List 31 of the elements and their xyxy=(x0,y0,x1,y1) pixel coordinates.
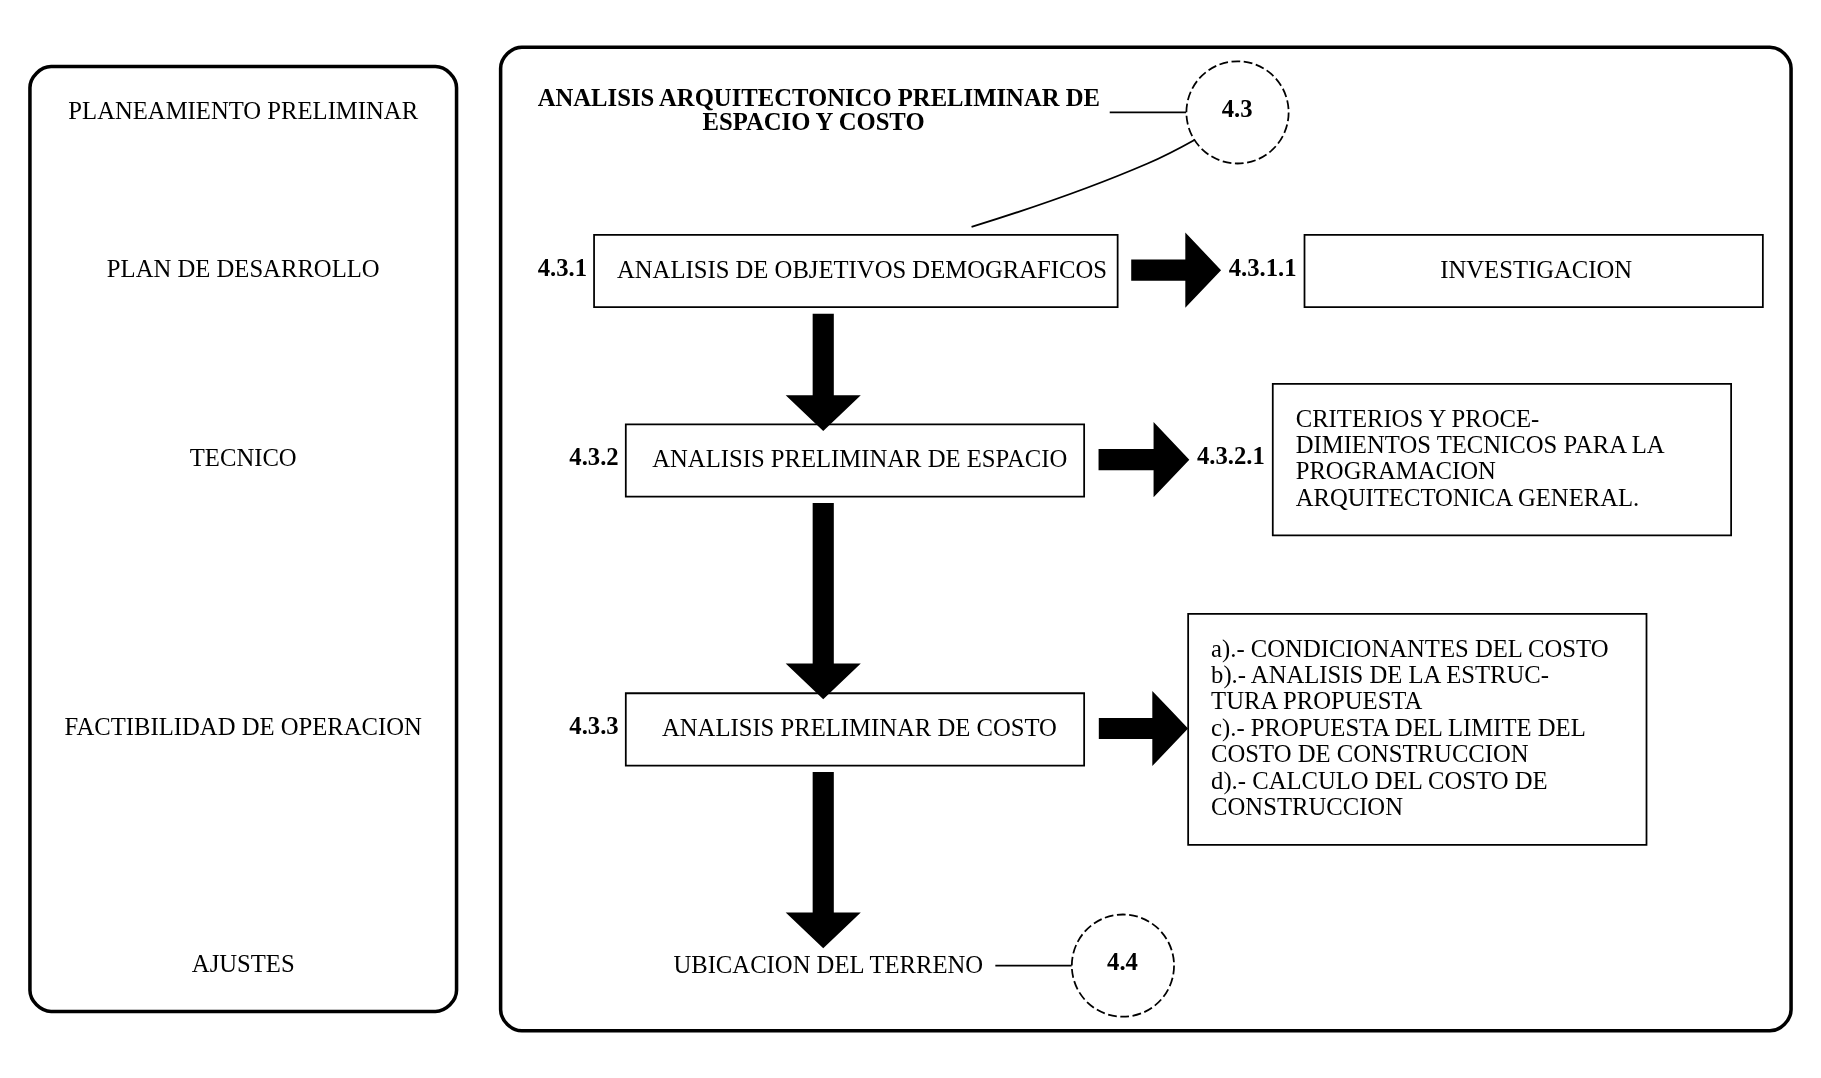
label: PLAN DE DESARROLLO xyxy=(106,254,380,282)
arrow xyxy=(785,313,861,431)
arrow xyxy=(1131,232,1222,308)
node-label: 4.3.1.1 xyxy=(1228,253,1297,281)
node-box: ANALISIS PRELIMINAR DE ESPACIO xyxy=(624,423,1086,498)
node-label: 4.3.2 xyxy=(569,443,619,471)
connector xyxy=(994,964,1073,967)
label: PLANEAMIENTO PRELIMINAR xyxy=(68,96,419,124)
node-box: ANALISIS PRELIMINAR DE COSTO xyxy=(624,692,1086,767)
node-label: 4.3.3 xyxy=(569,712,619,740)
arrow xyxy=(785,772,861,949)
label: TECNICO xyxy=(189,444,297,472)
node-circle: 4.3 xyxy=(1185,60,1290,165)
arrow xyxy=(785,502,861,700)
node-label: 4.3.2.1 xyxy=(1196,442,1265,470)
node-box: ANALISIS DE OBJETIVOS DEMOGRAFICOS xyxy=(593,234,1119,309)
label: AJUSTES xyxy=(191,950,295,978)
label: FACTIBILIDAD DE OPERACION xyxy=(64,713,422,741)
node-box: a).- CONDICIONANTES DEL COSTO b).- ANALISIS DE LA ESTRUC- TURA PROPUESTA c).- PROPUESTA DEL LIMITE DEL COSTO DE CONSTRUCCION d).- CALCULO DEL COSTO DE CONSTRUCCION xyxy=(1187,613,1648,846)
arrow xyxy=(1098,690,1189,767)
node-circle: 4.4 xyxy=(1070,913,1175,1018)
connector xyxy=(970,139,1196,228)
node-label: 4.3.1 xyxy=(537,253,587,281)
node-text: UBICACION DEL TERRENO xyxy=(673,951,984,979)
connector xyxy=(1108,111,1187,114)
node-text: ANALISIS ARQUITECTONICO PRELIMINAR DE ESPACIO Y COSTO xyxy=(537,83,1100,136)
cluster xyxy=(498,45,1793,1033)
node-box: CRITERIOS Y PROCE- DIMIENTOS TECNICOS PARA LA PROGRAMACION ARQUITECTONICA GENERAL. xyxy=(1271,383,1732,537)
arrow xyxy=(1098,422,1190,498)
node-box: INVESTIGACION xyxy=(1303,234,1764,309)
node-box xyxy=(28,64,459,1014)
